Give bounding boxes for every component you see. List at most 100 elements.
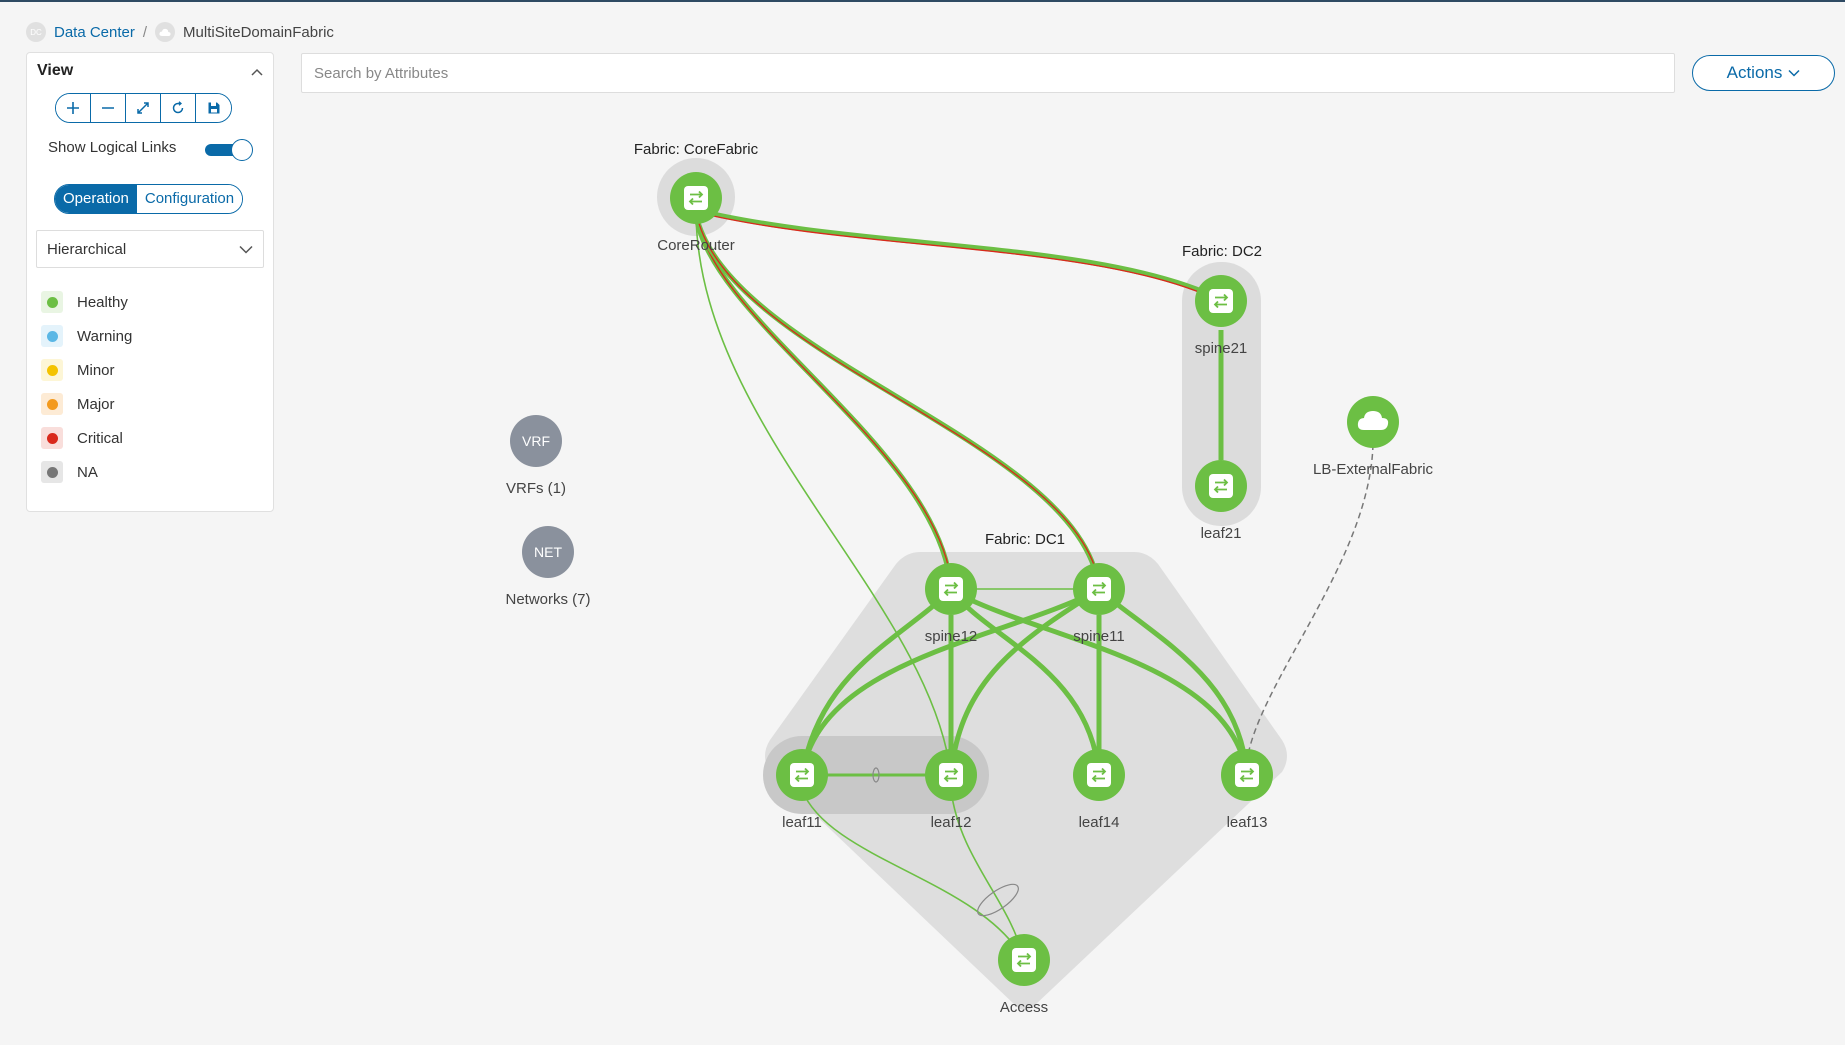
legend-label: Warning [77, 327, 133, 345]
cloud-icon [155, 22, 176, 42]
switch-icon [1220, 748, 1274, 802]
fit-screen-button[interactable] [126, 94, 161, 122]
vrf-group-node[interactable]: VRF VRFs (1) [506, 415, 566, 497]
show-logical-links-toggle[interactable] [205, 139, 253, 161]
view-panel-title: View [37, 62, 74, 79]
legend-swatch [41, 291, 63, 313]
chevron-down-icon [239, 245, 253, 254]
switch-icon [669, 171, 723, 225]
switch-icon [924, 562, 978, 616]
refresh-icon [172, 101, 184, 114]
status-dot-icon [46, 432, 58, 444]
net-label: Networks (7) [505, 591, 590, 608]
zoom-out-button[interactable] [91, 94, 126, 122]
vrf-label: VRFs (1) [506, 480, 566, 497]
status-dot-icon [46, 364, 58, 376]
node-corerouter[interactable]: CoreRouter [657, 171, 735, 254]
switch-icon [775, 748, 829, 802]
node-leaf12[interactable]: leaf12 [924, 748, 978, 831]
save-layout-button[interactable] [196, 94, 231, 122]
configuration-mode-button[interactable]: Configuration [136, 185, 243, 213]
node-spine11[interactable]: spine11 [1072, 562, 1126, 645]
switch-icon [1072, 562, 1126, 616]
switch-icon [997, 933, 1051, 987]
node-label: CoreRouter [657, 237, 735, 254]
legend-swatch [41, 461, 63, 483]
chevron-down-icon [1788, 69, 1800, 77]
fabric-dc1-label: Fabric: DC1 [985, 531, 1065, 548]
view-panel: View Show Logical Links Operation Config… [26, 52, 274, 512]
node-spine12[interactable]: spine12 [924, 562, 978, 645]
layout-select-value: Hierarchical [47, 240, 127, 258]
legend-warning: Warning [41, 319, 132, 353]
node-label: spine12 [925, 628, 978, 645]
operation-mode-button[interactable]: Operation [55, 185, 137, 213]
legend-swatch [41, 359, 63, 381]
network-group-node[interactable]: NET Networks (7) [505, 526, 591, 608]
legend-na: NA [41, 455, 132, 489]
chevron-up-icon[interactable] [251, 67, 263, 79]
node-leaf14[interactable]: leaf14 [1072, 748, 1126, 831]
vrf-badge: VRF [522, 433, 550, 449]
legend-minor: Minor [41, 353, 132, 387]
fabric-dc2-label: Fabric: DC2 [1182, 243, 1262, 260]
node-leaf21[interactable]: leaf21 [1194, 459, 1248, 542]
legend-swatch [41, 393, 63, 415]
fabric-core-label: Fabric: CoreFabric [634, 141, 759, 158]
legend-label: Critical [77, 429, 123, 447]
zoom-toolbar [55, 93, 232, 123]
refresh-button[interactable] [161, 94, 196, 122]
node-leaf13[interactable]: leaf13 [1220, 748, 1274, 831]
health-legend: Healthy Warning Minor Major Critical NA [41, 285, 132, 489]
legend-swatch [41, 427, 63, 449]
status-dot-icon [46, 398, 58, 410]
legend-label: Major [77, 395, 115, 413]
vrf-circle [510, 415, 562, 467]
status-dot-icon [46, 330, 58, 342]
breadcrumb-data-center[interactable]: Data Center [54, 23, 135, 41]
switch-icon [1194, 274, 1248, 328]
breadcrumb: DC Data Center / MultiSiteDomainFabric [26, 20, 334, 44]
node-access[interactable]: Access [997, 933, 1051, 1016]
node-spine21[interactable]: spine21 [1194, 274, 1248, 357]
net-circle [522, 526, 574, 578]
cloud-icon [1357, 411, 1389, 430]
save-icon [208, 102, 219, 114]
node-label: leaf21 [1201, 525, 1242, 542]
switch-icon [1194, 459, 1248, 513]
data-center-icon: DC [26, 22, 46, 42]
status-dot-icon [46, 296, 58, 308]
node-label: spine11 [1073, 628, 1124, 645]
switch-icon [1072, 748, 1126, 802]
legend-label: NA [77, 463, 98, 481]
node-label: leaf12 [931, 814, 972, 831]
node-label: spine21 [1195, 340, 1248, 357]
node-label: leaf13 [1227, 814, 1268, 831]
show-logical-links-label: Show Logical Links [48, 139, 177, 156]
actions-label: Actions [1726, 63, 1783, 82]
legend-critical: Critical [41, 421, 132, 455]
search-attributes-input[interactable] [301, 53, 1675, 93]
node-label: LB-ExternalFabric [1313, 461, 1434, 478]
node-leaf11[interactable]: leaf11 [775, 748, 829, 831]
toggle-knob [231, 139, 253, 161]
legend-healthy: Healthy [41, 285, 132, 319]
legend-label: Minor [77, 361, 115, 379]
node-label: leaf14 [1079, 814, 1120, 831]
node-lb-externalfabric[interactable]: LB-ExternalFabric [1313, 396, 1434, 478]
breadcrumb-current: MultiSiteDomainFabric [183, 23, 334, 41]
actions-button[interactable]: Actions [1692, 55, 1835, 91]
zoom-in-button[interactable] [56, 94, 91, 122]
layout-select[interactable]: Hierarchical [36, 230, 264, 268]
node-label: Access [1000, 999, 1048, 1016]
zoom-out-icon [102, 107, 114, 109]
net-badge: NET [534, 544, 562, 560]
legend-swatch [41, 325, 63, 347]
zoom-in-icon [67, 102, 79, 114]
breadcrumb-separator: / [142, 23, 148, 41]
status-dot-icon [46, 466, 58, 478]
legend-label: Healthy [77, 293, 128, 311]
mode-switch: Operation Configuration [54, 184, 244, 214]
fit-screen-icon [137, 102, 149, 114]
